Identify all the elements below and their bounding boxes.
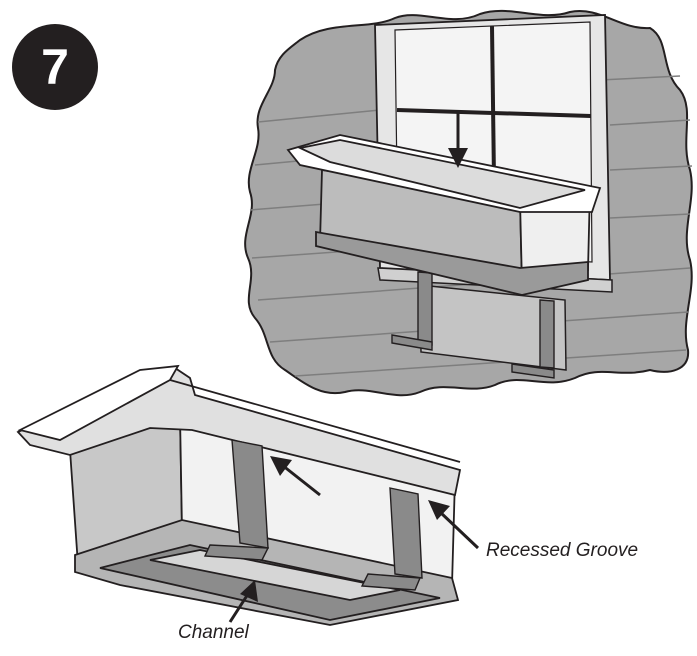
channel-arrow-icon <box>228 580 258 623</box>
step-number: 7 <box>41 39 69 95</box>
step-number-badge: 7 <box>12 24 98 110</box>
groove-arrow-icon <box>428 500 480 550</box>
down-arrow-icon <box>448 112 468 168</box>
pointer-arrow-icon <box>270 456 321 497</box>
planter-box-top <box>286 134 602 296</box>
wall-scene <box>244 9 693 397</box>
channel-label: Channel <box>178 622 249 643</box>
wall-siding <box>249 75 693 377</box>
wall-brackets <box>391 271 555 379</box>
recessed-groove-label: Recessed Groove <box>486 540 639 561</box>
underside-brackets <box>203 439 423 591</box>
